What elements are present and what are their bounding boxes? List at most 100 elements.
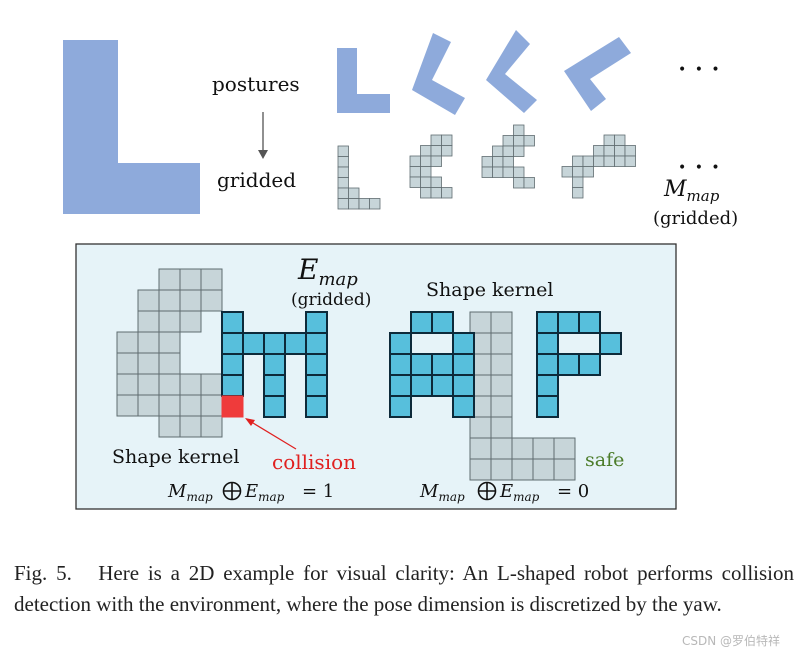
environment-cell-blue <box>389 395 412 418</box>
gridded-posture-cell <box>481 166 493 178</box>
svg-text:= 1: = 1 <box>302 481 334 502</box>
kernel-cell-gray <box>469 458 492 481</box>
environment-cell-blue <box>389 353 412 376</box>
equation-safe: Mmap Emap = 0 <box>419 481 589 504</box>
ellipsis-top: • • • <box>678 62 722 78</box>
figure-caption: Fig. 5. Here is a 2D example for visual … <box>14 558 794 620</box>
kernel-cell-gray <box>137 373 160 396</box>
gridded-posture-cell <box>348 187 360 199</box>
kernel-cell-gray <box>200 394 223 417</box>
gridded-posture-cell <box>409 176 421 188</box>
kernel-cell-gray <box>179 310 202 333</box>
equation-collision: Mmap Emap = 1 <box>167 481 334 504</box>
environment-cell-blue <box>305 395 328 418</box>
collision-cell <box>221 395 244 418</box>
svg-text:Emap: Emap <box>244 481 285 504</box>
safe-label: safe <box>585 449 624 471</box>
kernel-cell-gray <box>200 289 223 312</box>
kernel-cell-gray <box>469 416 492 439</box>
environment-cell-blue <box>410 353 433 376</box>
shape-kernel-right-label: Shape kernel <box>426 279 553 301</box>
kernel-cell-gray <box>200 373 223 396</box>
gridded-posture-cell <box>492 156 504 168</box>
kernel-cell-gray <box>532 458 555 481</box>
svg-text:Emap: Emap <box>499 481 540 504</box>
gridded-posture-cell <box>441 134 453 146</box>
kernel-cell-gray <box>179 268 202 291</box>
gridded-posture-cell <box>502 135 514 147</box>
environment-cell-blue <box>431 353 454 376</box>
environment-cell-blue <box>305 353 328 376</box>
gridded-posture-cell <box>420 166 432 178</box>
environment-cell-blue <box>389 332 412 355</box>
gridded-posture-cell <box>523 177 535 189</box>
caption-label: Fig. 5. <box>14 561 72 585</box>
kernel-cell-gray <box>158 352 181 375</box>
postures-label: postures <box>212 72 300 96</box>
gridded-posture-cell <box>572 176 584 188</box>
gridded-posture-cell <box>337 187 349 199</box>
kernel-cell-gray <box>490 374 513 397</box>
environment-cell-blue <box>452 374 475 397</box>
emap-label: Emap <box>297 253 358 290</box>
environment-cell-blue <box>557 353 580 376</box>
gridded-posture-cell <box>337 156 349 168</box>
gridded-posture-cell <box>582 166 594 178</box>
kernel-cell-gray <box>116 331 139 354</box>
collision-arrow-head <box>245 418 255 426</box>
posture-3 <box>486 30 537 113</box>
gridded-posture-cell <box>358 198 370 210</box>
environment-cell-blue <box>452 332 475 355</box>
posture-4 <box>564 37 631 111</box>
gridded-posture-cell <box>502 166 514 178</box>
collision-label: collision <box>272 450 356 474</box>
down-arrow-head <box>258 150 268 159</box>
environment-cell-blue <box>305 374 328 397</box>
gridded-posture-cell <box>582 155 594 167</box>
environment-cell-blue <box>221 353 244 376</box>
kernel-cell-gray <box>137 331 160 354</box>
gridded-posture-cell <box>502 145 514 157</box>
gridded-postures <box>337 124 636 210</box>
emap-symbol: E <box>297 253 318 286</box>
gridded-posture-cell <box>430 145 442 157</box>
mmap-symbol: M <box>663 177 687 202</box>
svg-text:Mmap: Mmap <box>167 481 213 504</box>
gridded-posture-cell <box>513 135 525 147</box>
kernel-cell-gray <box>490 458 513 481</box>
environment-cell-blue <box>431 374 454 397</box>
environment-cell-blue <box>305 311 328 334</box>
mmap-note: (gridded) <box>653 208 738 229</box>
gridded-posture-cell <box>502 156 514 168</box>
environment-cell-blue <box>242 332 265 355</box>
gridded-posture-cell <box>572 155 584 167</box>
kernel-cell-gray <box>469 437 492 460</box>
environment-cell-blue <box>452 395 475 418</box>
gridded-posture-cell <box>337 198 349 210</box>
gridded-posture-cell <box>430 134 442 146</box>
kernel-cell-gray <box>511 437 534 460</box>
gridded-posture-cell <box>593 155 605 167</box>
environment-cell-blue <box>263 395 286 418</box>
gridded-posture-cell <box>513 145 525 157</box>
gridded-posture-cell <box>430 176 442 188</box>
environment-cell-blue <box>389 374 412 397</box>
gridded-posture-cell <box>420 155 432 167</box>
gridded-posture-cell <box>513 166 525 178</box>
kernel-cell-gray <box>179 373 202 396</box>
kernel-cell-gray <box>469 311 492 334</box>
kernel-cell-gray <box>490 332 513 355</box>
gridded-posture-cell <box>614 134 626 146</box>
ellipsis-bottom: • • • <box>678 160 722 176</box>
figure: postures gridded • • • • • • Mmap (gridd… <box>63 30 738 510</box>
shape-kernel-left-label: Shape kernel <box>112 446 239 468</box>
gridded-posture-cell <box>420 145 432 157</box>
kernel-cell-gray <box>137 310 160 333</box>
kernel-cell-gray <box>490 395 513 418</box>
environment-cell-blue <box>305 332 328 355</box>
gridded-posture-cell <box>481 156 493 168</box>
kernel-cell-gray <box>490 437 513 460</box>
kernel-cell-gray <box>137 289 160 312</box>
kernel-cell-gray <box>200 415 223 438</box>
gridded-posture-cell <box>420 187 432 199</box>
